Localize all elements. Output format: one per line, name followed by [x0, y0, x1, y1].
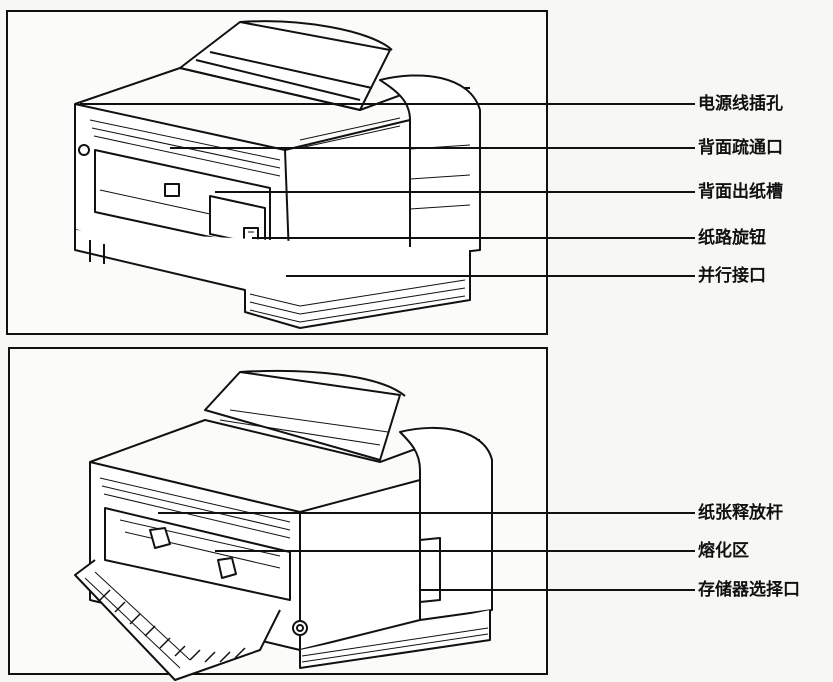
- callout-label-rear-access: 背面疏通口: [698, 138, 783, 158]
- callout-label-memory-slot: 存储器选择口: [698, 580, 800, 600]
- callout-label-power-socket: 电源线插孔: [698, 94, 783, 114]
- callout-label-fuser-area: 熔化区: [698, 541, 749, 561]
- callout-label-paper-release-lever: 纸张释放杆: [698, 503, 783, 523]
- callout-label-paper-path-knob: 纸路旋钮: [698, 228, 766, 248]
- top-printer-drawing: [74, 20, 481, 329]
- callout-label-rear-output-slot: 背面出纸槽: [698, 182, 783, 202]
- bottom-printer-drawing: [74, 369, 493, 681]
- callout-label-parallel-port: 并行接口: [698, 266, 766, 286]
